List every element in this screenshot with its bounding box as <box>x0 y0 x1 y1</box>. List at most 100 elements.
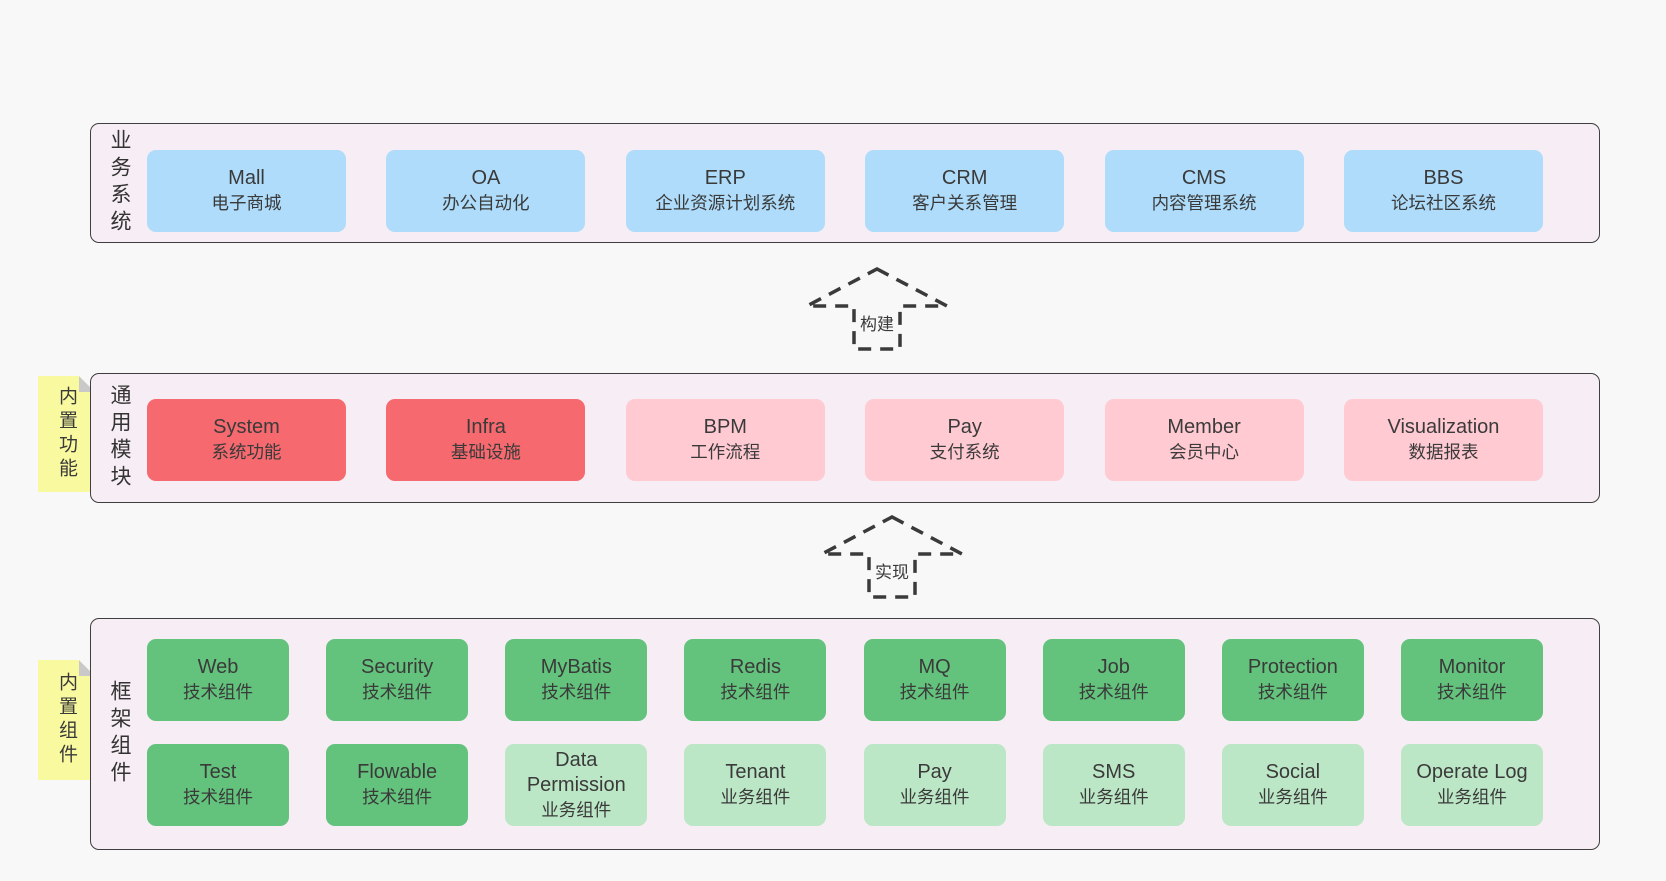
box-title: Job <box>1097 656 1130 678</box>
module-box-erp: ERP 企业资源计划系统 <box>625 150 825 232</box>
box-subtitle: 系统功能 <box>211 442 282 462</box>
business-systems-row: Mall 电子商城 OA 办公自动化 ERP 企业资源计划系统 CRM 客户关系… <box>147 150 1543 232</box>
component-box-protection: Protection 技术组件 <box>1221 639 1364 721</box>
box-subtitle: 技术组件 <box>1078 682 1149 702</box>
box-subtitle: 技术组件 <box>1257 682 1328 702</box>
box-subtitle: 电子商城 <box>211 193 282 213</box>
sticky-note-label: 内置组件 <box>56 672 77 768</box>
module-box-infra: Infra 基础设施 <box>386 399 586 481</box>
box-subtitle: 业务组件 <box>1257 787 1328 807</box>
biz-components-row: Test 技术组件 Flowable 技术组件 Data Permission … <box>147 744 1543 826</box>
framework-components-layer: 框架组件 Web 技术组件 Security 技术组件 MyBatis 技术组件… <box>90 618 1600 850</box>
box-title: Monitor <box>1438 656 1506 678</box>
module-box-crm: CRM 客户关系管理 <box>865 150 1065 232</box>
box-subtitle: 技术组件 <box>183 682 253 702</box>
component-box-mq: MQ 技术组件 <box>863 639 1006 721</box>
box-title: Member <box>1167 416 1241 438</box>
box-title: Data Permission <box>526 748 626 796</box>
box-subtitle: 客户关系管理 <box>912 193 1018 213</box>
layer-label-common-modules: 通用模块 <box>108 384 131 492</box>
box-title: Visualization <box>1387 416 1500 438</box>
box-subtitle: 技术组件 <box>183 787 253 807</box>
box-title: CMS <box>1181 167 1227 189</box>
box-title: Test <box>199 761 237 783</box>
box-title: Operate Log <box>1416 761 1528 783</box>
box-title: ERP <box>704 167 746 189</box>
box-subtitle: 企业资源计划系统 <box>655 193 796 213</box>
box-title: OA <box>471 167 501 189</box>
sticky-note-builtin-features: 内置功能 <box>38 376 95 492</box>
box-subtitle: 技术组件 <box>362 682 433 702</box>
module-box-visualization: Visualization 数据报表 <box>1343 399 1543 481</box>
box-subtitle: 内容管理系统 <box>1151 193 1257 213</box>
box-title: MyBatis <box>540 656 612 678</box>
module-box-pay: Pay 支付系统 <box>865 399 1065 481</box>
tech-components-row: Web 技术组件 Security 技术组件 MyBatis 技术组件 Redi… <box>147 639 1543 721</box>
dashed-up-arrow-icon <box>821 515 963 599</box>
box-title: System <box>213 416 280 438</box>
component-box-flowable: Flowable 技术组件 <box>326 744 469 826</box>
box-subtitle: 技术组件 <box>1436 682 1507 702</box>
module-box-oa: OA 办公自动化 <box>386 150 586 232</box>
component-box-operate-log: Operate Log 业务组件 <box>1400 744 1543 826</box>
box-subtitle: 论坛社区系统 <box>1390 193 1496 213</box>
box-title: BPM <box>703 416 747 438</box>
implement-arrow-label: 实现 <box>871 558 913 583</box>
component-box-test: Test 技术组件 <box>147 744 289 826</box>
module-box-system: System 系统功能 <box>147 399 346 481</box>
box-title: Infra <box>465 416 506 438</box>
box-title: Pay <box>917 761 952 783</box>
box-title: SMS <box>1092 761 1136 783</box>
box-title: MQ <box>918 656 951 678</box>
box-title: Redis <box>729 656 781 678</box>
component-box-mybatis: MyBatis 技术组件 <box>505 639 648 721</box>
component-box-tenant: Tenant 业务组件 <box>684 744 827 826</box>
box-subtitle: 数据报表 <box>1408 442 1479 462</box>
component-box-pay: Pay 业务组件 <box>863 744 1006 826</box>
box-subtitle: 技术组件 <box>720 682 791 702</box>
module-box-mall: Mall 电子商城 <box>147 150 346 232</box>
module-box-member: Member 会员中心 <box>1104 399 1304 481</box>
module-box-bpm: BPM 工作流程 <box>625 399 825 481</box>
sticky-note-builtin-components: 内置组件 <box>38 660 95 780</box>
box-subtitle: 业务组件 <box>541 799 612 820</box>
box-title: Flowable <box>357 761 438 783</box>
box-title: Tenant <box>725 761 786 783</box>
box-subtitle: 工作流程 <box>690 442 761 462</box>
box-title: Social <box>1265 761 1321 783</box>
sticky-note-label: 内置功能 <box>56 386 77 482</box>
box-title: Security <box>361 656 434 678</box>
box-subtitle: 业务组件 <box>899 787 970 807</box>
box-subtitle: 支付系统 <box>929 442 1000 462</box>
layer-label-business-systems: 业务系统 <box>108 129 131 237</box>
component-box-sms: SMS 业务组件 <box>1042 744 1185 826</box>
component-box-monitor: Monitor 技术组件 <box>1400 639 1543 721</box>
box-title: CRM <box>941 167 988 189</box>
box-subtitle: 业务组件 <box>720 787 791 807</box>
box-title: BBS <box>1423 167 1464 189</box>
build-arrow-label: 构建 <box>856 310 898 335</box>
box-subtitle: 会员中心 <box>1169 442 1240 462</box>
box-subtitle: 技术组件 <box>541 682 612 702</box>
module-box-cms: CMS 内容管理系统 <box>1104 150 1304 232</box>
implement-arrow: 实现 <box>817 514 967 600</box>
build-arrow: 构建 <box>802 266 952 352</box>
component-box-web: Web 技术组件 <box>147 639 289 721</box>
component-box-security: Security 技术组件 <box>326 639 469 721</box>
component-box-job: Job 技术组件 <box>1042 639 1185 721</box>
business-systems-layer: 业务系统 Mall 电子商城 OA 办公自动化 ERP 企业资源计划系统 CRM… <box>90 123 1600 243</box>
component-box-redis: Redis 技术组件 <box>684 639 827 721</box>
box-title: Pay <box>947 416 982 438</box>
module-box-bbs: BBS 论坛社区系统 <box>1343 150 1543 232</box>
component-box-data-permission: Data Permission 业务组件 <box>505 744 648 826</box>
box-title: Mall <box>228 167 265 189</box>
box-subtitle: 基础设施 <box>450 442 521 462</box>
common-modules-row: System 系统功能 Infra 基础设施 BPM 工作流程 Pay 支付系统… <box>147 399 1543 481</box>
box-subtitle: 技术组件 <box>899 682 970 702</box>
dashed-up-arrow-icon <box>806 267 948 351</box>
component-box-social: Social 业务组件 <box>1221 744 1364 826</box>
box-title: Protection <box>1247 656 1338 678</box>
box-title: Web <box>197 656 239 678</box>
box-subtitle: 办公自动化 <box>442 193 530 213</box>
box-subtitle: 业务组件 <box>1078 787 1149 807</box>
